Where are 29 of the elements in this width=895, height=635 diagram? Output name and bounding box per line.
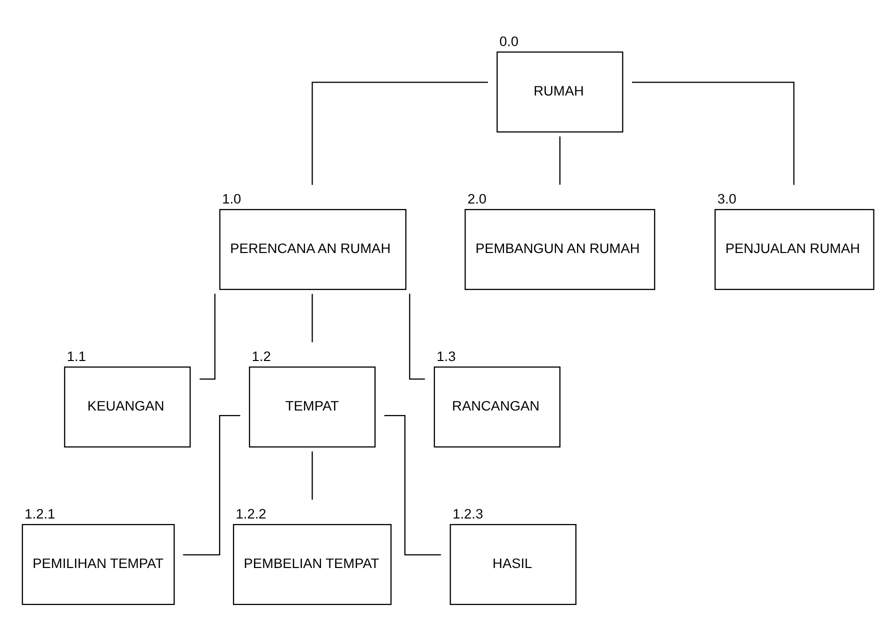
node-label: 3.0 [717, 190, 736, 206]
node-box: PEMILIHAN TEMPAT [22, 523, 175, 605]
connector [312, 293, 313, 342]
node-box: RANCANGAN [434, 366, 560, 448]
connector [559, 136, 560, 184]
node-box: KEUANGAN [64, 366, 191, 448]
connector [200, 293, 216, 380]
node-label: 1.2 [252, 348, 271, 364]
connector [384, 414, 441, 555]
node-box: PEMBELIAN TEMPAT [232, 523, 392, 605]
node-label: 0.0 [499, 33, 518, 48]
connector [183, 414, 240, 555]
node-box: PENJUALAN RUMAH [714, 208, 874, 290]
node-box: TEMPAT [248, 366, 376, 448]
node-box: RUMAH [496, 51, 624, 132]
node-label: 1.0 [222, 190, 242, 206]
node-box: PERENCANA AN RUMAH [219, 208, 406, 290]
node-label: 1.2.1 [24, 506, 56, 521]
connector [312, 450, 313, 500]
node-label: 2.0 [467, 190, 486, 206]
node-label: 1.3 [436, 348, 456, 364]
connector [409, 293, 425, 380]
node-label: 1.1 [66, 348, 86, 364]
connector [312, 81, 488, 184]
connector [632, 81, 794, 184]
node-box: HASIL [450, 523, 576, 605]
node-label: 1.2.2 [236, 506, 266, 521]
node-box: PEMBANGUN AN RUMAH [464, 208, 656, 290]
node-label: 1.2.3 [452, 506, 484, 521]
